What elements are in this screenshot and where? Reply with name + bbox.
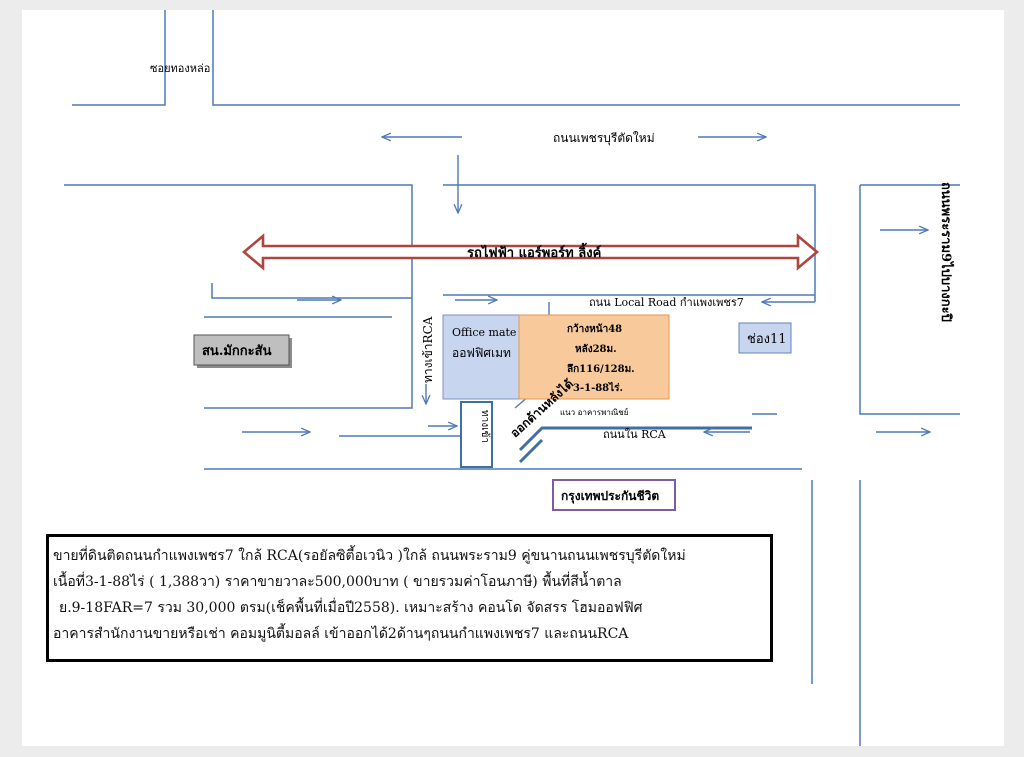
- makkasan-station-label: สน.มักกะสัน: [202, 344, 272, 359]
- plot-back-width: หลัง28ม.: [575, 343, 617, 355]
- office-mate-label-en: Office mate: [452, 326, 516, 339]
- location-map: รถไฟฟ้า แอร์พอร์ท ลิ้งค์ Office mate ออฟ…: [64, 10, 960, 746]
- description-line-1: ขายที่ดินติดถนนกำแพงเพชร7 ใกล้ RCA(รอยัล…: [53, 548, 686, 564]
- rca-back-road-lower: [518, 438, 544, 464]
- rama9-road-label: ถนนพระราม9ไปบางกะปิ: [938, 182, 955, 322]
- soi-thonglor-left-edge: [72, 10, 166, 106]
- airport-link-line: [241, 233, 820, 271]
- road-lines: [64, 10, 960, 746]
- bangkok-insurance-label: กรุงเทพประกันชีวิต: [561, 489, 659, 504]
- plot-area: 3-1-88ไร่.: [573, 381, 623, 394]
- description-line-2: เนื้อที่3-1-88ไร่ ( 1,388วา) ราคาขายวาละ…: [53, 574, 622, 590]
- phetchaburi-road-label: ถนนเพชรบุรีตัดใหม่: [553, 131, 655, 146]
- office-mate-label-th: ออฟฟิศเมท: [452, 346, 511, 360]
- channel11-label: ช่อง11: [747, 332, 787, 347]
- description-line-4: อาคารสำนักงานขายหรือเช่า คอมมูนิตี้มอลล์…: [53, 626, 629, 642]
- rca-entrance-box-label: ทางเข้า: [479, 410, 491, 443]
- map-page: รถไฟฟ้า แอร์พอร์ท ลิ้งค์ Office mate ออฟ…: [22, 10, 1004, 746]
- rca-entrance-label: ทางเข้าRCA: [421, 316, 435, 383]
- sale-description-box: ขายที่ดินติดถนนกำแพงเพชร7 ใกล้ RCA(รอยัล…: [46, 534, 773, 662]
- airport-link-label: รถไฟฟ้า แอร์พอร์ท ลิ้งค์: [467, 242, 601, 261]
- makkasan-station-box: [193, 334, 290, 366]
- rca-entrance-box: [460, 401, 493, 468]
- bangkok-insurance-box: [552, 479, 676, 511]
- channel11-box: [738, 322, 792, 354]
- description-line-3: ย.9-18FAR=7 รวม 30,000 ตรม(เช็คพื้นที่เม…: [59, 600, 643, 616]
- phetchaburi-south-edge-left: [64, 184, 413, 409]
- local-road-label: ถนน Local Road กำแพงเพชร7: [589, 296, 744, 309]
- plot-depth: ลึก116/128ม.: [567, 363, 635, 375]
- road-east-block-vert: [859, 185, 960, 415]
- commercial-row-label: แนว อาคารพาณิชย์: [560, 407, 628, 417]
- soi-thonglor-right-edge: [212, 10, 960, 106]
- rca-back-road: [518, 426, 752, 452]
- soi-west-block: [211, 283, 412, 299]
- phetchaburi-south-edge-mid: [443, 184, 816, 302]
- land-plot: [518, 314, 670, 400]
- inner-rca-road-label: ถนนใน RCA: [603, 428, 667, 441]
- soi-thonglor-label: ซอยทองหล่อ: [150, 62, 210, 75]
- plot-front-width: กว้างหน้า48: [567, 323, 622, 335]
